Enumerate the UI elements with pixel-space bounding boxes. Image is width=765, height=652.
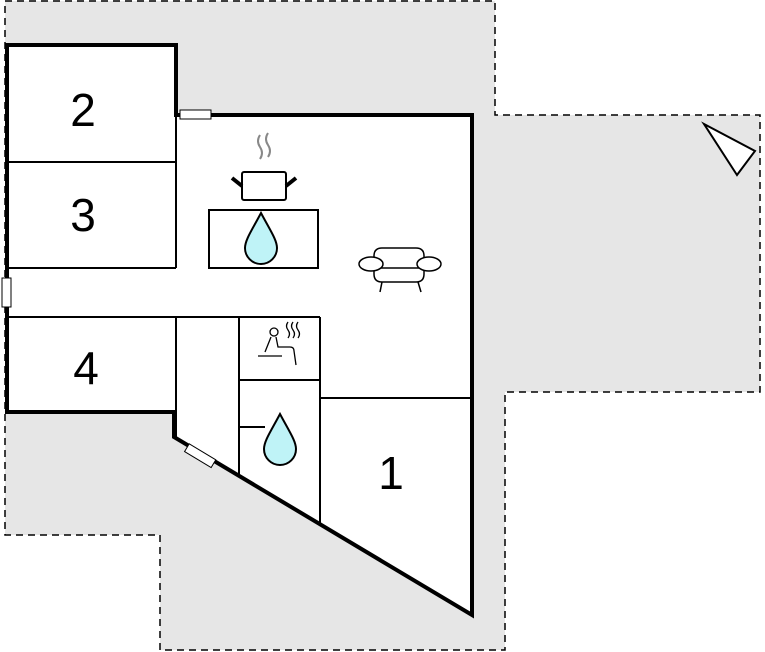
sofa-icon: [358, 247, 442, 293]
water-drop-icon: [262, 411, 298, 466]
room-label-2: 2: [70, 84, 96, 136]
window[interactable]: [179, 109, 212, 120]
water-drop-icon: [243, 210, 279, 265]
room-label-4: 4: [73, 342, 99, 394]
north-arrow-icon: [701, 121, 757, 177]
kitchen-pot-icon: [230, 132, 298, 201]
room-label-1: 1: [378, 447, 404, 499]
window[interactable]: [183, 443, 217, 469]
window[interactable]: [1, 277, 12, 308]
room-label-3: 3: [70, 189, 96, 241]
sauna-icon: [258, 321, 301, 366]
interior-walls: [7, 115, 472, 524]
